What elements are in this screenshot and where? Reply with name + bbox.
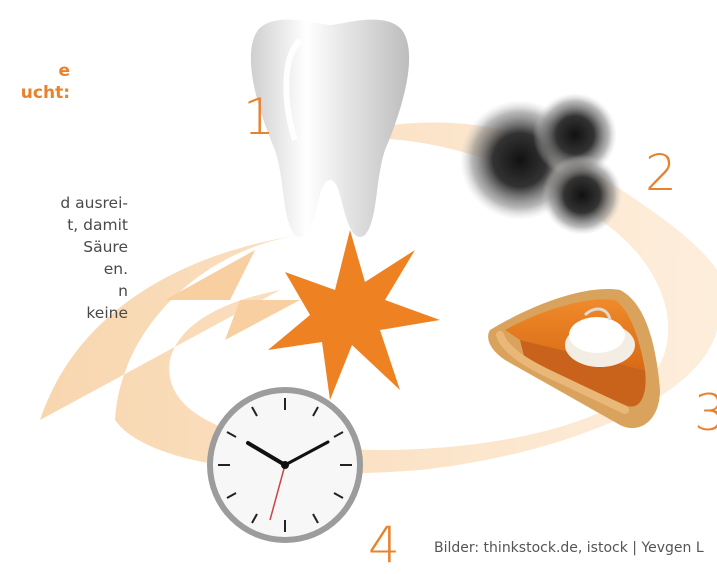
text-line: keine [0, 302, 128, 324]
image-credit: Bilder: thinkstock.de, istock | Yevgen L [434, 540, 704, 556]
side-heading: e ucht: [0, 60, 70, 104]
orange-burst-icon [268, 230, 440, 400]
side-paragraph: d ausrei- t, damit Säure en. n keine [0, 192, 128, 324]
clock-icon [207, 387, 363, 543]
text-line: t, damit [0, 214, 128, 236]
text-line: Säure [0, 236, 128, 258]
bacteria-icon [460, 93, 622, 235]
heading-line: ucht: [0, 82, 70, 104]
heading-line: e [0, 60, 70, 82]
step-number-2: 2 [645, 148, 677, 198]
step-number-1: 1 [243, 92, 275, 142]
pie-slice-icon [488, 289, 660, 428]
step-number-4: 4 [368, 520, 400, 570]
text-line: en. [0, 258, 128, 280]
step-number-3: 3 [694, 388, 717, 438]
text-line: d ausrei- [0, 192, 128, 214]
text-line: n [0, 280, 128, 302]
